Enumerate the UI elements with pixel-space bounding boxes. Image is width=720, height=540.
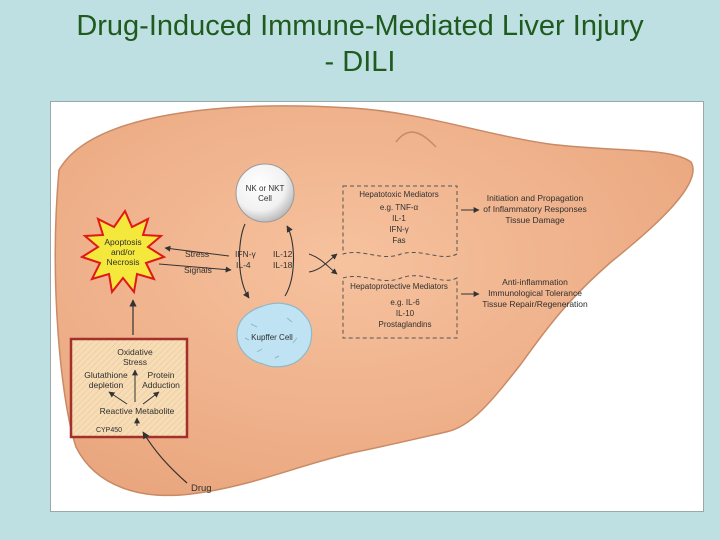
burst-label-2: and/or [111,247,135,257]
liver-diagram: Apoptosis and/or Necrosis Oxidative Stre… [54,105,694,497]
stress-label: Stress [185,249,209,259]
hepatoprotective-line-1: e.g. IL-6 [390,298,420,307]
hepatoprotective-title: Hepatoprotective Mediators [350,282,448,291]
drug-label: Drug [191,483,212,494]
hepatotoxic-title: Hepatotoxic Mediators [359,190,439,199]
cross-arrow-down [308,253,338,275]
slide-title: Drug-Induced Immune-Mediated Liver Injur… [0,8,720,80]
hepatotoxic-line-1: e.g. TNF-α [380,203,419,212]
hepatotoxic-line-3: IFN-γ [389,225,409,234]
cross-arrow-up [308,253,338,273]
title-line-2: - DILI [324,46,396,78]
glutathione-label-1: Glutathione [84,370,128,380]
apoptosis-burst-shape [79,208,167,295]
reactive-metabolite-label: Reactive Metabolite [100,406,175,416]
signals-label: Signals [184,265,212,275]
outcome-bottom-line-3: Tissue Repair/Regeneration [482,299,588,309]
hepatoprotective-box [342,275,458,339]
hepatotoxic-line-2: IL-1 [392,214,406,223]
outcome-bottom-line-2: Immunological Tolerance [488,288,582,298]
kupffer-cell [236,302,313,368]
stress-arrow [164,245,230,257]
il4-label: IL-4 [236,260,251,270]
il18-label: IL-18 [273,260,293,270]
protein-label-2: Adduction [142,380,180,390]
burst-label-3: Necrosis [106,257,139,267]
nk-cell-label-1: NK or NKT [246,184,285,193]
kupffer-to-nk-arrow [284,225,295,297]
liver-lobe-crease [395,131,437,148]
liver-shape [54,105,694,497]
ifn-gamma-left-label: IFN-γ [235,249,257,259]
title-line-1: Drug-Induced Immune-Mediated Liver Injur… [76,10,644,42]
outcome-top-line-1: Initiation and Propagation [487,193,584,203]
hepatotoxic-box [342,185,458,258]
protein-label-1: Protein [148,370,175,380]
hepatoprotective-line-2: IL-10 [396,309,415,318]
diagram-panel: Apoptosis and/or Necrosis Oxidative Stre… [50,101,704,512]
nk-cell-label-2: Cell [258,194,272,203]
hepatoprotective-line-3: Prostaglandins [379,320,432,329]
hepatotoxic-line-4: Fas [392,236,405,245]
outcome-top-line-3: Tissue Damage [505,215,564,225]
cyp450-label: CYP450 [96,427,122,434]
burst-label-1: Apoptosis [104,237,141,247]
arrow-to-protein [142,391,160,405]
nk-cell [235,163,295,223]
signals-arrow [158,263,232,273]
kupffer-texture [244,317,298,359]
oxidative-stress-label-1: Oxidative [117,347,153,357]
outcome-bottom-line-1: Anti-inflammation [502,277,568,287]
outcome-top-line-2: of Inflammatory Responses [483,204,586,214]
nk-to-kupffer-arrow [238,223,250,299]
kupffer-cell-label: Kupffer Cell [251,333,293,342]
glutathione-label-2: depletion [89,380,124,390]
il12-label: IL-12 [273,249,293,259]
hepatocyte-box [69,337,189,439]
arrow-to-glutathione [108,391,128,405]
drug-arrow [142,431,188,484]
oxidative-stress-label-2: Stress [123,357,147,367]
